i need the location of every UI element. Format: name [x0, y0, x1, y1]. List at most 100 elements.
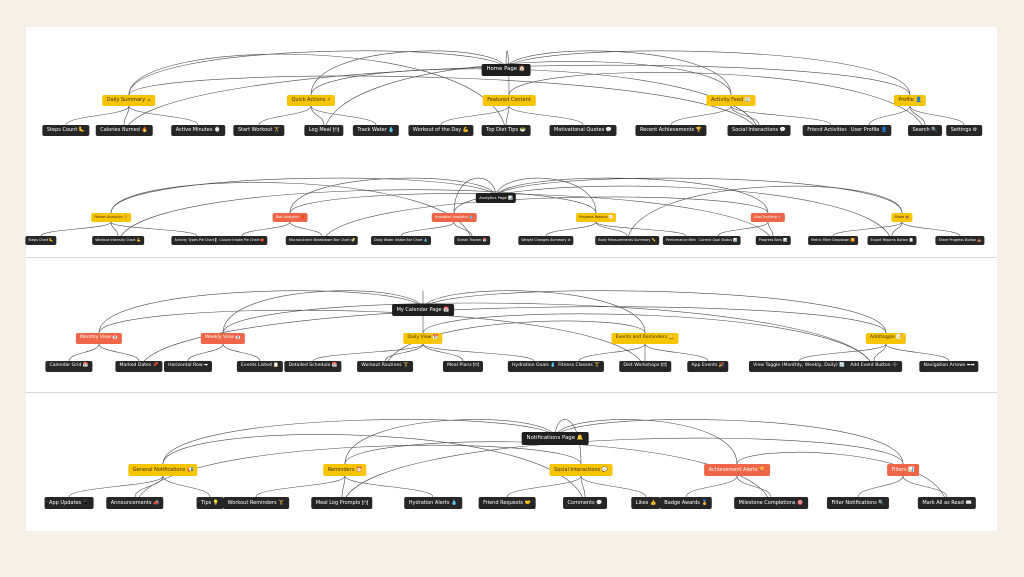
analytics-leaf-2-0: Daily Water Intake Bar Chart 💧 [371, 236, 431, 245]
home-leaf-connector [258, 105, 312, 126]
analytics-cross-connector [321, 196, 769, 246]
analytics-leaf-3-1: Body Measurements Summary 📏 [595, 236, 659, 245]
notifications-leaf-connector [162, 475, 211, 498]
calendar-root-connector [422, 290, 887, 334]
calendar-leaf-connector [873, 343, 887, 362]
notifications-category-0: General Notifications 📢 [128, 464, 198, 476]
home-leaf-1-0: Start Workout 🏋 [233, 125, 285, 136]
calendar-leaf-1-0: Horizontal Row ➡ [163, 361, 213, 372]
notifications-leaf-0-1: Announcements 📣 [106, 497, 164, 509]
notifications-category-1: Reminders ⏰ [323, 464, 367, 476]
calendar-leaf-connector [644, 343, 709, 362]
calendar-leaf-2-1: Workout Routines 🏋 [357, 361, 413, 372]
notifications-category-3: Achievement Alerts 🏆 [704, 464, 770, 476]
calendar-leaf-4-0: View Toggle (Monthly, Weekly, Daily) 🔄 [748, 361, 850, 372]
calendar-category-1: Weekly View 📅 [200, 333, 246, 344]
analytics-category-3: Progress Reports 📈 [576, 213, 616, 222]
calendar-leaf-3-1: Diet Workshops 🍽 [619, 361, 671, 372]
analytics-leaf-connector [40, 221, 112, 237]
analytics-root-connector [110, 177, 497, 214]
analytics-leaf-0-2: Activity Types Pie Chart 📊 [171, 236, 223, 245]
calendar-leaf-connector [222, 343, 261, 362]
notifications-leaf-3-0: Badge Awards 🏅 [659, 497, 713, 509]
home-leaf-connector [310, 105, 325, 126]
home-leaf-connector [65, 105, 130, 126]
notifications-leaf-1-0: Workout Reminders 🏋 [223, 497, 289, 509]
analytics-leaf-0-0: Steps Chart 🦶 [25, 236, 57, 245]
notifications-cross-connector [341, 437, 904, 510]
calendar-root-connector [98, 290, 424, 334]
home-leaf-2-0: Workout of the Day 💪 [408, 125, 474, 136]
home-leaf-2-2: Motivational Quotes 💬 [549, 125, 617, 136]
home-category-4: Profile 👤 [893, 95, 927, 106]
calendar-leaf-connector [312, 343, 424, 362]
calendar-leaf-3-2: App Events 🎉 [687, 361, 729, 372]
notifications-root-node: Notifications Page 🔔 [521, 432, 589, 445]
home-leaf-1-1: Log Meal 🍽 [304, 125, 344, 136]
calendar-leaf-connector [98, 343, 140, 362]
calendar-leaf-connector [68, 343, 100, 362]
home-leaf-connector [128, 105, 199, 126]
notifications-category-2: Social Interactions 💬 [549, 464, 613, 476]
calendar-leaf-connector [422, 343, 535, 362]
notifications-leaf-4-0: Filter Notifications 🔍 [826, 497, 890, 509]
home-category-3: Activity Feed 📰 [706, 95, 756, 106]
calendar-leaf-connector [885, 343, 950, 362]
notifications-category-4: Filters 📊 [887, 464, 919, 476]
analytics-leaf-1-1: Macronutrient Breakdown Bar Chart 🥑 [285, 236, 359, 245]
home-root-node: Home Page 🏠 [481, 64, 531, 76]
home-leaf-3-0: Recent Achievements 🏆 [635, 125, 707, 136]
calendar-leaf-1-1: Events Listed 📋 [236, 361, 284, 372]
notifications-leaf-connector [580, 475, 647, 498]
calendar-leaf-2-3: Hydration Goals 💧 [507, 361, 561, 372]
home-root-connector [128, 50, 507, 96]
analytics-leaf-connector [289, 221, 323, 237]
notifications-leaf-connector [134, 475, 164, 498]
analytics-category-5: Share 📤 [891, 213, 913, 222]
analytics-leaf-3-0: Weight Changes Summary ⚖ [518, 236, 574, 245]
calendar-leaf-connector [384, 343, 424, 362]
analytics-leaf-2-1: Streak Tracker 📅 [454, 236, 490, 245]
calendar-category-4: Add/toggle 📝 [865, 333, 907, 344]
analytics-root-connector [495, 177, 903, 214]
section-divider [26, 392, 997, 393]
mindmap-board: Home Page 🏠Daily Summary ☕Steps Count 🦶C… [25, 27, 997, 531]
home-leaf-connector [670, 105, 732, 126]
calendar-root-node: My Calendar Page 📅 [392, 304, 454, 316]
home-cross-connector [508, 72, 926, 137]
calendar-leaf-0-0: Calendar Grid 📅 [45, 361, 93, 372]
calendar-root-connector [422, 290, 646, 334]
home-leaf-connector [440, 105, 510, 126]
home-leaf-connector [123, 105, 130, 126]
home-leaf-4-2: Settings ⚙ [946, 125, 982, 136]
notifications-root-connector [162, 419, 556, 465]
home-leaf-connector [310, 105, 377, 126]
notifications-leaf-connector [341, 475, 346, 498]
home-leaf-4-1: Search 🔍 [908, 125, 942, 136]
notifications-leaf-4-1: Mark All as Read 📖 [917, 497, 977, 509]
calendar-cross-connector [222, 302, 875, 373]
analytics-leaf-5-2: Share Progress Button 📤 [935, 236, 985, 245]
calendar-category-3: Events and Reminders 🔔 [611, 333, 679, 344]
analytics-leaf-connector [717, 221, 769, 237]
notifications-leaf-connector [506, 475, 582, 498]
home-leaf-connector [730, 105, 760, 126]
calendar-category-2: Daily View 📆 [403, 333, 443, 344]
home-leaf-connector [730, 105, 832, 126]
analytics-leaf-connector [110, 221, 119, 237]
home-leaf-connector [508, 105, 584, 126]
calendar-leaf-connector [798, 343, 887, 362]
analytics-leaf-connector [901, 221, 961, 237]
home-category-1: Quick Actions ⚡ [286, 95, 336, 106]
notifications-leaf-connector [736, 475, 772, 498]
analytics-leaf-connector [595, 221, 687, 237]
analytics-leaf-5-1: Export Reports Button 📄 [867, 236, 917, 245]
calendar-cross-connector [138, 306, 887, 373]
home-leaf-2-1: Top Diet Tips 🥗 [481, 125, 531, 136]
notifications-leaf-1-1: Meal Log Prompts 🍽 [311, 497, 373, 509]
notifications-leaf-2-0: Friend Requests 🤝 [478, 497, 536, 509]
home-leaf-connector [909, 105, 965, 126]
calendar-leaf-4-2: Navigation Arrows ⬅➡ [919, 361, 979, 372]
home-root-connector [505, 50, 911, 96]
notifications-leaf-1-2: Hydration Alerts 💧 [404, 497, 462, 509]
